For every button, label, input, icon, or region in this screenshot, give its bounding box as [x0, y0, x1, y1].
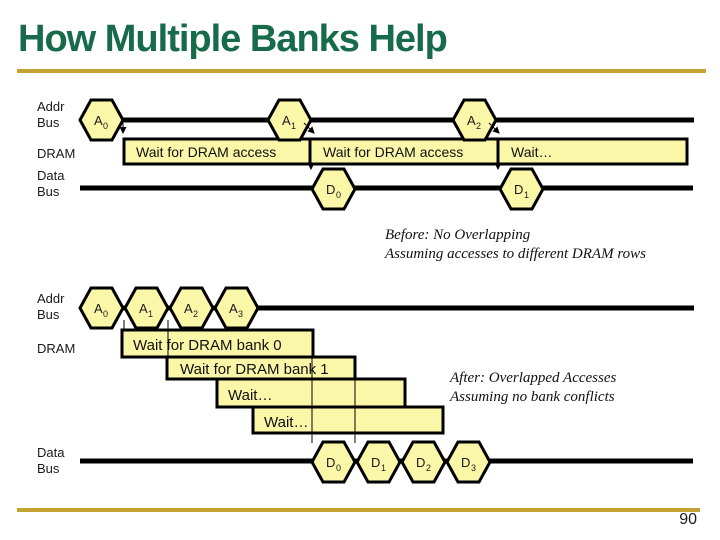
top-addr-bus-label: Addr	[37, 99, 65, 114]
bottom-data-hexagon-d2: D 2	[400, 440, 447, 484]
bottom-addr-hexagon-a3: A 3	[213, 286, 260, 330]
svg-text:1: 1	[524, 190, 529, 200]
page-number: 90	[679, 511, 697, 528]
top-wait-box-1-label: Wait for DRAM access	[136, 144, 276, 160]
bottom-data-hexagon-d1: D 1	[355, 440, 402, 484]
top-wait-box-3	[496, 137, 689, 166]
svg-text:0: 0	[103, 309, 108, 319]
bottom-addr-bus-label: Addr	[37, 291, 65, 306]
top-addr-hexagon-a0: A 0	[78, 98, 125, 142]
svg-text:D: D	[326, 182, 335, 197]
caption-after-line1: After: Overlapped Accesses	[450, 370, 617, 386]
page-title: How Multiple Banks Help	[18, 18, 448, 60]
bottom-wait-box-bank1-label: Wait for DRAM bank 1	[180, 361, 329, 378]
top-addr-bus-label-2: Bus	[37, 115, 60, 130]
svg-text:A: A	[467, 113, 476, 128]
title-divider	[17, 69, 706, 73]
svg-text:D: D	[326, 455, 335, 470]
svg-text:A: A	[94, 113, 103, 128]
caption-before-line1: Before: No Overlapping	[385, 227, 531, 243]
top-addr-hexagon-a2: A 2	[451, 98, 498, 142]
svg-text:A: A	[282, 113, 291, 128]
svg-text:2: 2	[476, 121, 481, 131]
svg-text:1: 1	[291, 121, 296, 131]
top-data-hexagon-d1: D 1	[498, 167, 545, 211]
top-data-bus-label: Data	[37, 168, 65, 183]
bottom-wait-box-4-label: Wait…	[264, 414, 308, 431]
bottom-wait-box-bank0-label: Wait for DRAM bank 0	[133, 337, 282, 354]
top-wait-box-3-label: Wait…	[511, 144, 552, 160]
bottom-data-hexagon-d3: D 3	[445, 440, 492, 484]
caption-before: Before: No Overlapping Assuming accesses…	[385, 226, 646, 264]
bottom-timing-diagram: Addr Bus DRAM Data Bus Wait for DRAM ban…	[37, 286, 694, 484]
bottom-addr-bus-label-2: Bus	[37, 307, 60, 322]
top-addr-hexagon-a1: A 1	[266, 98, 313, 142]
top-timing-diagram: Addr Bus DRAM Data Bus Wait for DRAM acc…	[37, 98, 694, 211]
bottom-wait-box-4	[251, 405, 445, 435]
top-data-bus-label-2: Bus	[37, 184, 60, 199]
caption-before-line2: Assuming accesses to different DRAM rows	[385, 246, 646, 262]
svg-text:3: 3	[471, 463, 476, 473]
svg-text:1: 1	[148, 309, 153, 319]
svg-text:D: D	[371, 455, 380, 470]
svg-text:D: D	[461, 455, 470, 470]
svg-text:A: A	[139, 301, 148, 316]
bottom-dram-label: DRAM	[37, 341, 75, 356]
svg-text:D: D	[416, 455, 425, 470]
bottom-wait-box-3	[215, 377, 407, 409]
caption-after-line2: Assuming no bank conflicts	[450, 389, 615, 405]
svg-text:0: 0	[336, 190, 341, 200]
svg-text:2: 2	[193, 309, 198, 319]
footer-divider	[17, 508, 700, 512]
caption-after: After: Overlapped Accesses Assuming no b…	[450, 369, 616, 407]
bottom-addr-hexagon-a0: A 0	[78, 286, 125, 330]
bottom-addr-hexagon-a1: A 1	[123, 286, 170, 330]
top-wait-box-2	[308, 137, 500, 166]
bottom-data-bus-label: Data	[37, 445, 65, 460]
svg-text:0: 0	[336, 463, 341, 473]
svg-text:D: D	[514, 182, 523, 197]
svg-text:A: A	[184, 301, 193, 316]
bottom-addr-hexagon-a2: A 2	[168, 286, 215, 330]
top-data-hexagon-d0: D 0	[310, 167, 357, 211]
top-arrow-a2-to-wait3	[488, 122, 500, 134]
svg-text:0: 0	[103, 121, 108, 131]
bottom-data-bus-label-2: Bus	[37, 461, 60, 476]
svg-text:2: 2	[426, 463, 431, 473]
bottom-data-hexagon-d0: D 0	[310, 440, 357, 484]
top-arrow-a1-to-wait2	[303, 122, 315, 134]
svg-text:3: 3	[238, 309, 243, 319]
top-wait-box-2-label: Wait for DRAM access	[323, 144, 463, 160]
top-dram-label: DRAM	[37, 146, 75, 161]
svg-text:A: A	[94, 301, 103, 316]
bottom-wait-box-3-label: Wait…	[228, 387, 272, 404]
svg-text:1: 1	[381, 463, 386, 473]
svg-text:A: A	[229, 301, 238, 316]
